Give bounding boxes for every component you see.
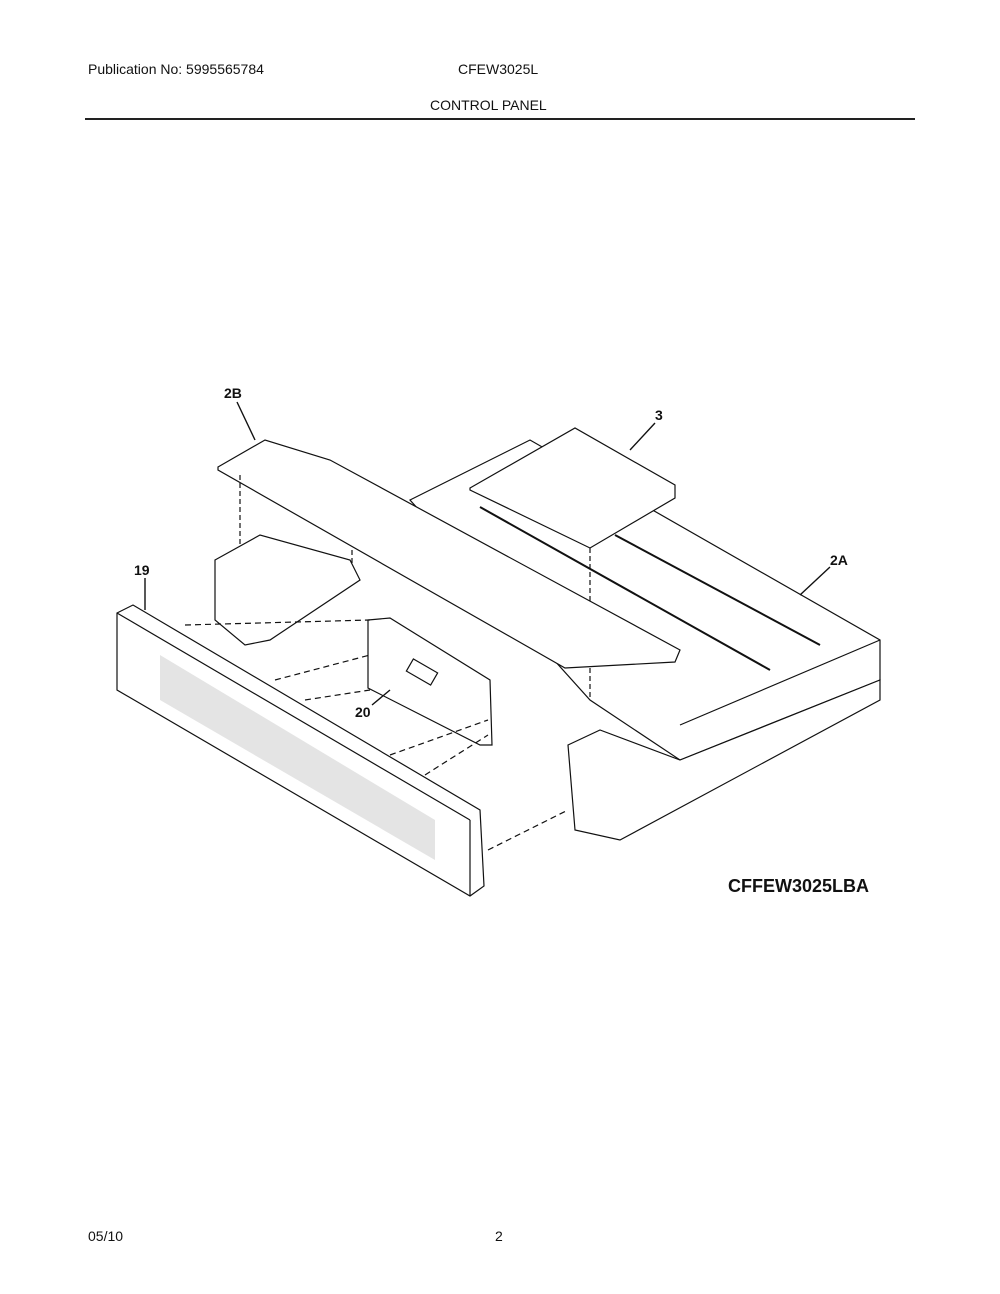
section-title: CONTROL PANEL <box>430 97 547 113</box>
footer-date: 05/10 <box>88 1228 124 1244</box>
left-bracket-outline <box>214 534 361 646</box>
diagram-model-code: CFFEW3025LBA <box>728 876 869 896</box>
part-19-outline <box>116 604 569 897</box>
publication-number: Publication No: 5995565784 <box>88 61 264 77</box>
callout-3: 3 <box>655 407 663 423</box>
model-number: CFEW3025L <box>458 61 539 77</box>
leader-lines <box>144 401 831 706</box>
header-divider <box>85 118 915 120</box>
callout-2a: 2A <box>830 552 848 568</box>
callout-2b: 2B <box>224 385 242 401</box>
footer-page-number: 2 <box>495 1228 503 1244</box>
part-20-outline <box>367 617 493 746</box>
part-2a-outline <box>409 439 881 841</box>
callout-19: 19 <box>134 562 150 578</box>
callout-20: 20 <box>355 704 371 720</box>
